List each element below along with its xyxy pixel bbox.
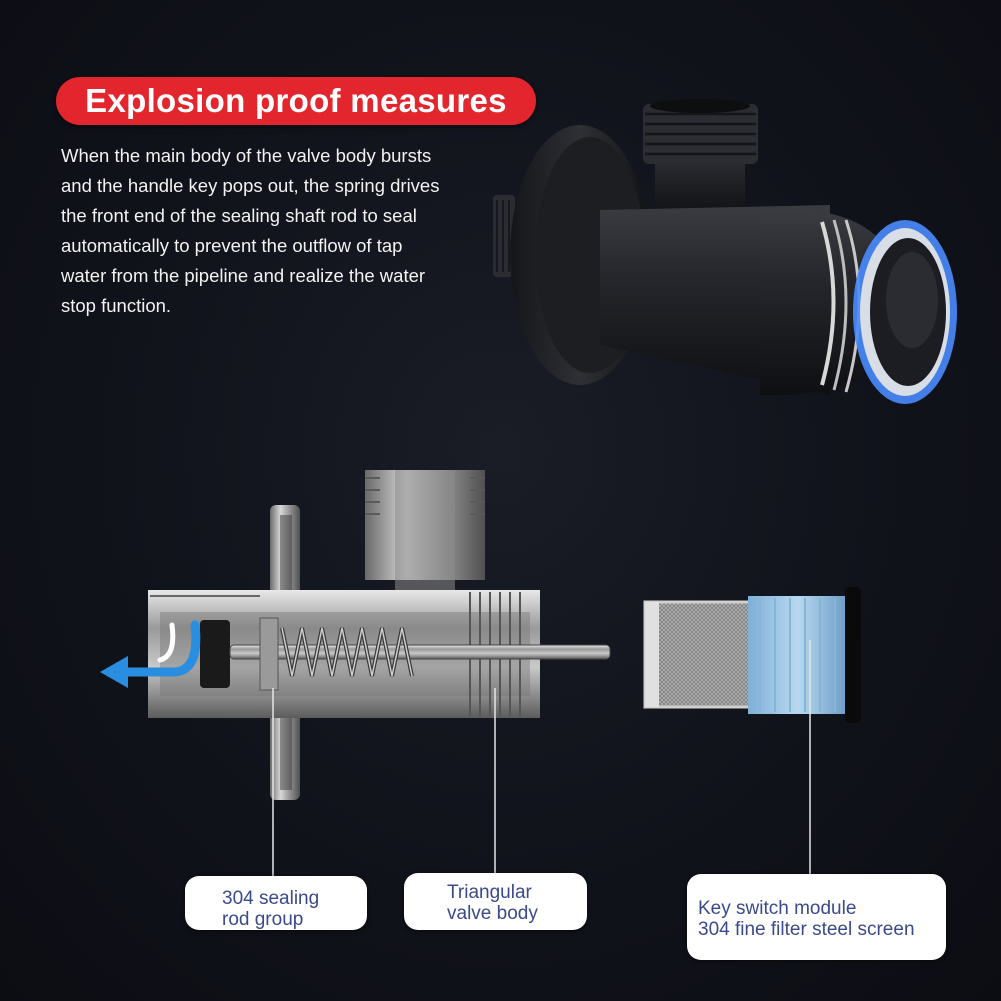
description-line: water from the pipeline and realize the … (61, 265, 426, 286)
description-line: When the main body of the valve body bur… (61, 145, 432, 166)
valve-left-thread-lines (496, 200, 510, 272)
filter-module (643, 587, 861, 723)
valve-top-thread-lines (645, 112, 756, 156)
callout-key-switch-line1: Key switch module (698, 898, 857, 919)
filter-mesh (643, 600, 752, 709)
description-text: When the main body of the valve body bur… (61, 141, 501, 321)
description-line: and the handle key pops out, the spring … (61, 175, 440, 196)
description-line: stop function. (61, 295, 172, 316)
flow-arrow-highlight (157, 622, 176, 663)
cutaway-left-thread-lines (150, 595, 260, 713)
description-line: the front end of the sealing shaft rod t… (61, 205, 417, 226)
valve-handle-stripe (820, 221, 836, 386)
black-angle-valve (493, 99, 957, 404)
filter-thread-tape (748, 596, 848, 714)
filter-thread-lines (759, 598, 836, 712)
cutaway-spring-highlight (281, 627, 413, 677)
callout-valve-body: Triangular valve body (404, 873, 587, 930)
title-banner: Explosion proof measures (56, 77, 536, 125)
cutaway-top-thread-lines (365, 477, 485, 515)
valve-end-cap-highlight (886, 252, 938, 348)
description-line: automatically to prevent the outflow of … (61, 235, 403, 256)
page-title: Explosion proof measures (85, 82, 507, 119)
flow-arrow-icon (115, 620, 201, 677)
callout-sealing-rod-line2: rod group (222, 909, 304, 930)
filter-rim (645, 602, 659, 707)
callout-key-switch-line2: 304 fine filter steel screen (698, 919, 915, 940)
callout-sealing-rod-line1: 304 sealing (222, 888, 320, 909)
cutaway-seal (200, 620, 230, 688)
flow-arrow-head-icon (100, 656, 128, 688)
cutaway-valve (100, 470, 611, 800)
callout-valve-body-line2: valve body (447, 903, 538, 924)
cutaway-collar (259, 617, 279, 691)
valve-handle-stripe (832, 219, 848, 391)
valve-top-opening (650, 99, 750, 113)
callout-valve-body-line1: Triangular (447, 882, 532, 903)
cutaway-top-bore (395, 470, 455, 600)
callout-sealing-rod: 304 sealing rod group (185, 876, 367, 930)
filter-o-ring (845, 587, 861, 723)
callout-key-switch: Key switch module 304 fine filter steel … (687, 874, 946, 960)
